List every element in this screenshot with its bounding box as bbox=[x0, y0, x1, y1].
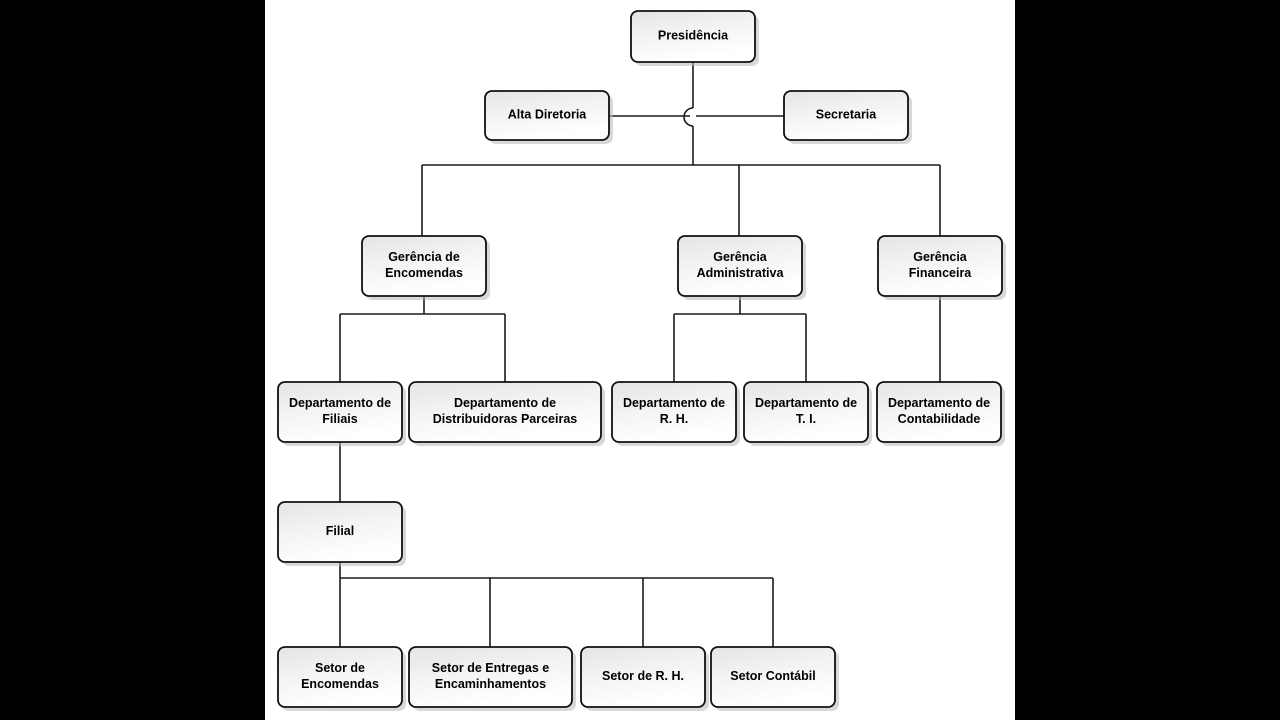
gerencia-encomendas-node-box[interactable] bbox=[361, 235, 487, 297]
departamento-distribuidoras-parceiras-node-box[interactable] bbox=[408, 381, 602, 443]
alta-diretoria-node-box[interactable] bbox=[484, 90, 610, 141]
secretaria-node-label: Secretaria bbox=[816, 108, 878, 122]
setor-contabil-node-label: Setor Contábil bbox=[730, 669, 815, 683]
departamento-ti-node-box[interactable] bbox=[743, 381, 869, 443]
presidencia-node-label: Presidência bbox=[658, 29, 729, 43]
gerencia-administrativa-node-box[interactable] bbox=[677, 235, 803, 297]
presidencia-node[interactable]: Presidência bbox=[630, 10, 759, 66]
departamento-contabilidade-node-box[interactable] bbox=[876, 381, 1002, 443]
secretaria-node[interactable]: Secretaria bbox=[783, 90, 912, 144]
setor-rh-node-box[interactable] bbox=[580, 646, 706, 708]
filial-node-label: Filial bbox=[326, 524, 354, 538]
presidencia-node-box[interactable] bbox=[630, 10, 756, 63]
gerencia-financeira-node-box[interactable] bbox=[877, 235, 1003, 297]
filial-node[interactable]: Filial bbox=[277, 501, 406, 566]
setor-contabil-node[interactable]: Setor Contábil bbox=[710, 646, 839, 711]
departamento-filiais-node-box[interactable] bbox=[277, 381, 403, 443]
setor-encomendas-node-box[interactable] bbox=[277, 646, 403, 708]
secretaria-node-box[interactable] bbox=[783, 90, 909, 141]
setor-rh-node[interactable]: Setor de R. H. bbox=[580, 646, 709, 711]
setor-entregas-encaminhamentos-node-box[interactable] bbox=[408, 646, 573, 708]
connector-line-jump-arc bbox=[683, 107, 694, 127]
alta-diretoria-node[interactable]: Alta Diretoria bbox=[484, 90, 613, 144]
departamento-rh-node-box[interactable] bbox=[611, 381, 737, 443]
connector-layer bbox=[339, 62, 941, 647]
setor-rh-node-label: Setor de R. H. bbox=[602, 669, 684, 683]
alta-diretoria-node-label: Alta Diretoria bbox=[508, 108, 588, 122]
setor-contabil-node-box[interactable] bbox=[710, 646, 836, 708]
filial-node-box[interactable] bbox=[277, 501, 403, 563]
